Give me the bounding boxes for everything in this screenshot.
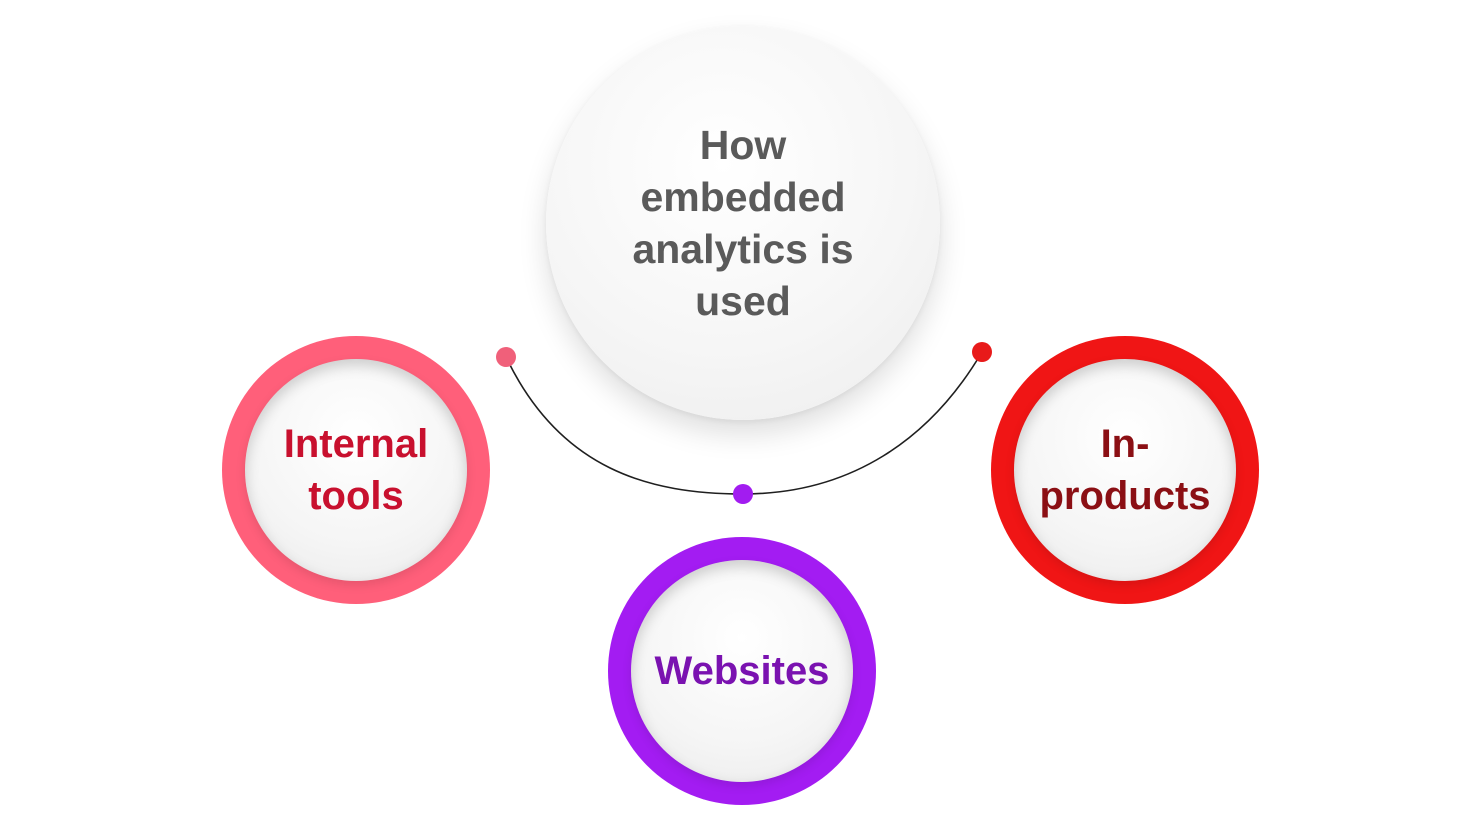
hub-label: How embedded analytics is used xyxy=(632,122,854,324)
hub-circle: How embedded analytics is used xyxy=(546,26,940,420)
node-websites: Websites xyxy=(608,537,876,805)
node-in-products: In-products xyxy=(991,336,1259,604)
node-websites-label: Websites xyxy=(654,649,830,693)
dot-internal-tools xyxy=(496,347,516,367)
dot-in-products xyxy=(972,342,992,362)
node-internal-tools-inner: Internal tools xyxy=(245,359,467,581)
dot-websites xyxy=(733,484,753,504)
node-in-products-label: In-products xyxy=(1039,422,1211,518)
node-internal-tools: Internal tools xyxy=(222,336,490,604)
node-in-products-inner: In-products xyxy=(1014,359,1236,581)
node-websites-inner: Websites xyxy=(631,560,853,782)
node-internal-tools-label: Internal tools xyxy=(283,422,429,518)
